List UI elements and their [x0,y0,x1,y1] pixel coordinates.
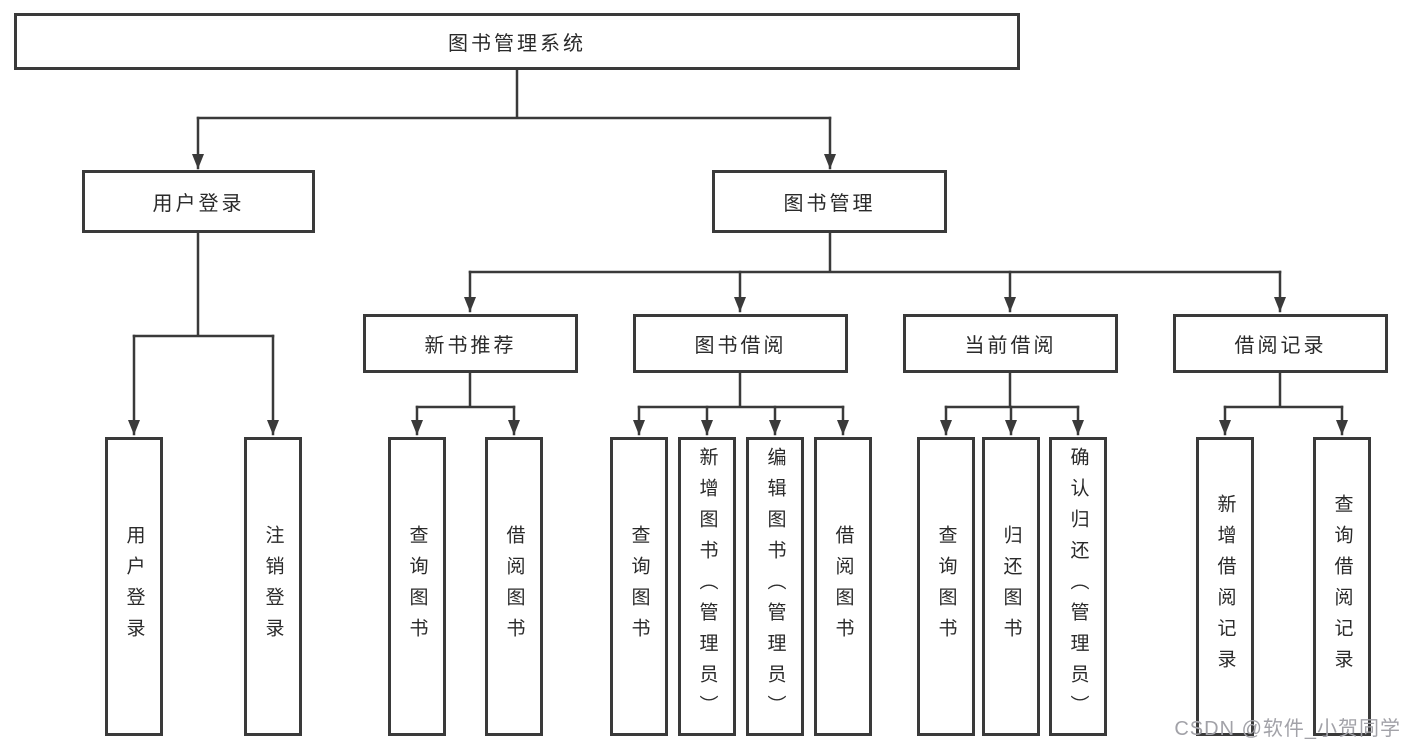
leaf-logout: 注销登录 [244,437,302,736]
node-label: 编辑图书（管理员） [764,447,786,726]
node-user-login: 用户登录 [82,170,315,233]
node-label: 查询图书 [628,524,650,649]
node-label: 借阅记录 [1234,335,1327,357]
leaf-add-borrow-record: 新增借阅记录 [1196,437,1254,736]
node-label: 确认归还（管理员） [1067,447,1089,726]
node-label: 借阅图书 [832,524,854,649]
leaf-edit-book-admin: 编辑图书（管理员） [746,437,804,736]
leaf-query-books: 查询图书 [388,437,446,736]
node-label: 注销登录 [262,524,284,649]
node-label: 查询图书 [935,524,957,649]
node-book-borrowing: 图书借阅 [633,314,848,373]
node-label: 借阅图书 [503,524,525,649]
node-label: 图书管理系统 [448,33,586,55]
leaf-user-login: 用户登录 [105,437,163,736]
node-label: 查询图书 [406,524,428,649]
node-label: 图书管理 [783,193,876,215]
node-label: 查询借阅记录 [1331,493,1353,680]
node-label: 用户登录 [152,193,245,215]
node-book-management: 图书管理 [712,170,947,233]
leaf-query-borrow-record: 查询借阅记录 [1313,437,1371,736]
leaf-query-books-current: 查询图书 [917,437,975,736]
node-borrowing-records: 借阅记录 [1173,314,1388,373]
leaf-return-book: 归还图书 [982,437,1040,736]
node-label: 归还图书 [1000,524,1022,649]
node-label: 新书推荐 [424,335,517,357]
csdn-watermark: CSDN @软件_小贺同学 [1174,718,1401,740]
node-label: 新增图书（管理员） [696,447,718,726]
node-label: 用户登录 [123,524,145,649]
node-label: 当前借阅 [964,335,1057,357]
leaf-query-books-borrowing: 查询图书 [610,437,668,736]
node-label: 图书借阅 [694,335,787,357]
node-label: 新增借阅记录 [1214,493,1236,680]
leaf-confirm-return-admin: 确认归还（管理员） [1049,437,1107,736]
leaf-borrow-book: 借阅图书 [814,437,872,736]
node-current-borrowing: 当前借阅 [903,314,1118,373]
node-new-book-recommendation: 新书推荐 [363,314,578,373]
node-library-management-system: 图书管理系统 [14,13,1020,70]
leaf-add-book-admin: 新增图书（管理员） [678,437,736,736]
leaf-borrow-books: 借阅图书 [485,437,543,736]
